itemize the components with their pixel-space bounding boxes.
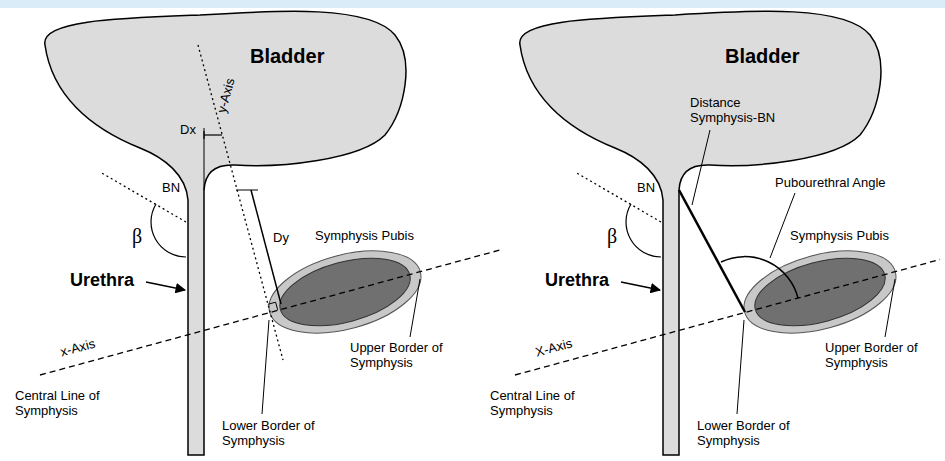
angle-label: β <box>607 225 617 247</box>
dy-dimension <box>251 190 281 304</box>
organ-label: Urethra <box>545 270 609 290</box>
anatomy <box>45 11 430 455</box>
organ-label: Urethra <box>70 270 134 290</box>
angle-label: Pubourethral Angle <box>775 175 886 190</box>
right-panel <box>515 11 940 455</box>
axis-label: X-Axis <box>534 335 574 359</box>
y-axis-line <box>198 45 283 360</box>
point-label: BN <box>162 180 180 195</box>
anatomy <box>520 11 905 455</box>
organ-label: Bladder <box>250 45 324 67</box>
dimension-label: Dy <box>273 230 289 245</box>
dy-tick <box>236 190 258 191</box>
dimension-label: Dx <box>180 122 196 137</box>
x-axis-line <box>40 250 500 375</box>
organ-label: Bladder <box>725 45 799 67</box>
right-angle-mark <box>268 302 278 310</box>
line-label: Central Line of Symphysis <box>15 388 115 418</box>
point-label: Lower Border of Symphysis <box>222 418 322 448</box>
distance-label: Distance Symphysis-BN <box>690 95 780 125</box>
distance-line <box>679 190 745 312</box>
bone-label: Symphysis Pubis <box>315 228 414 243</box>
left-panel <box>40 11 500 455</box>
axis-label: x-Axis <box>59 336 97 360</box>
angle-arc <box>721 257 798 298</box>
x-axis-line <box>515 260 940 376</box>
angle-label: β <box>132 225 142 247</box>
bone-label: Symphysis Pubis <box>790 228 889 243</box>
header-strip <box>0 0 945 8</box>
dx-dimension <box>204 134 222 135</box>
leader-line <box>770 193 795 258</box>
point-label: Lower Border of Symphysis <box>697 418 797 448</box>
point-label: Upper Border of Symphysis <box>350 340 450 370</box>
point-label: BN <box>637 180 655 195</box>
line-label: Central Line of Symphysis <box>490 388 590 418</box>
leader-line <box>692 130 710 205</box>
point-label: Upper Border of Symphysis <box>825 340 925 370</box>
dx-extension <box>204 128 205 190</box>
